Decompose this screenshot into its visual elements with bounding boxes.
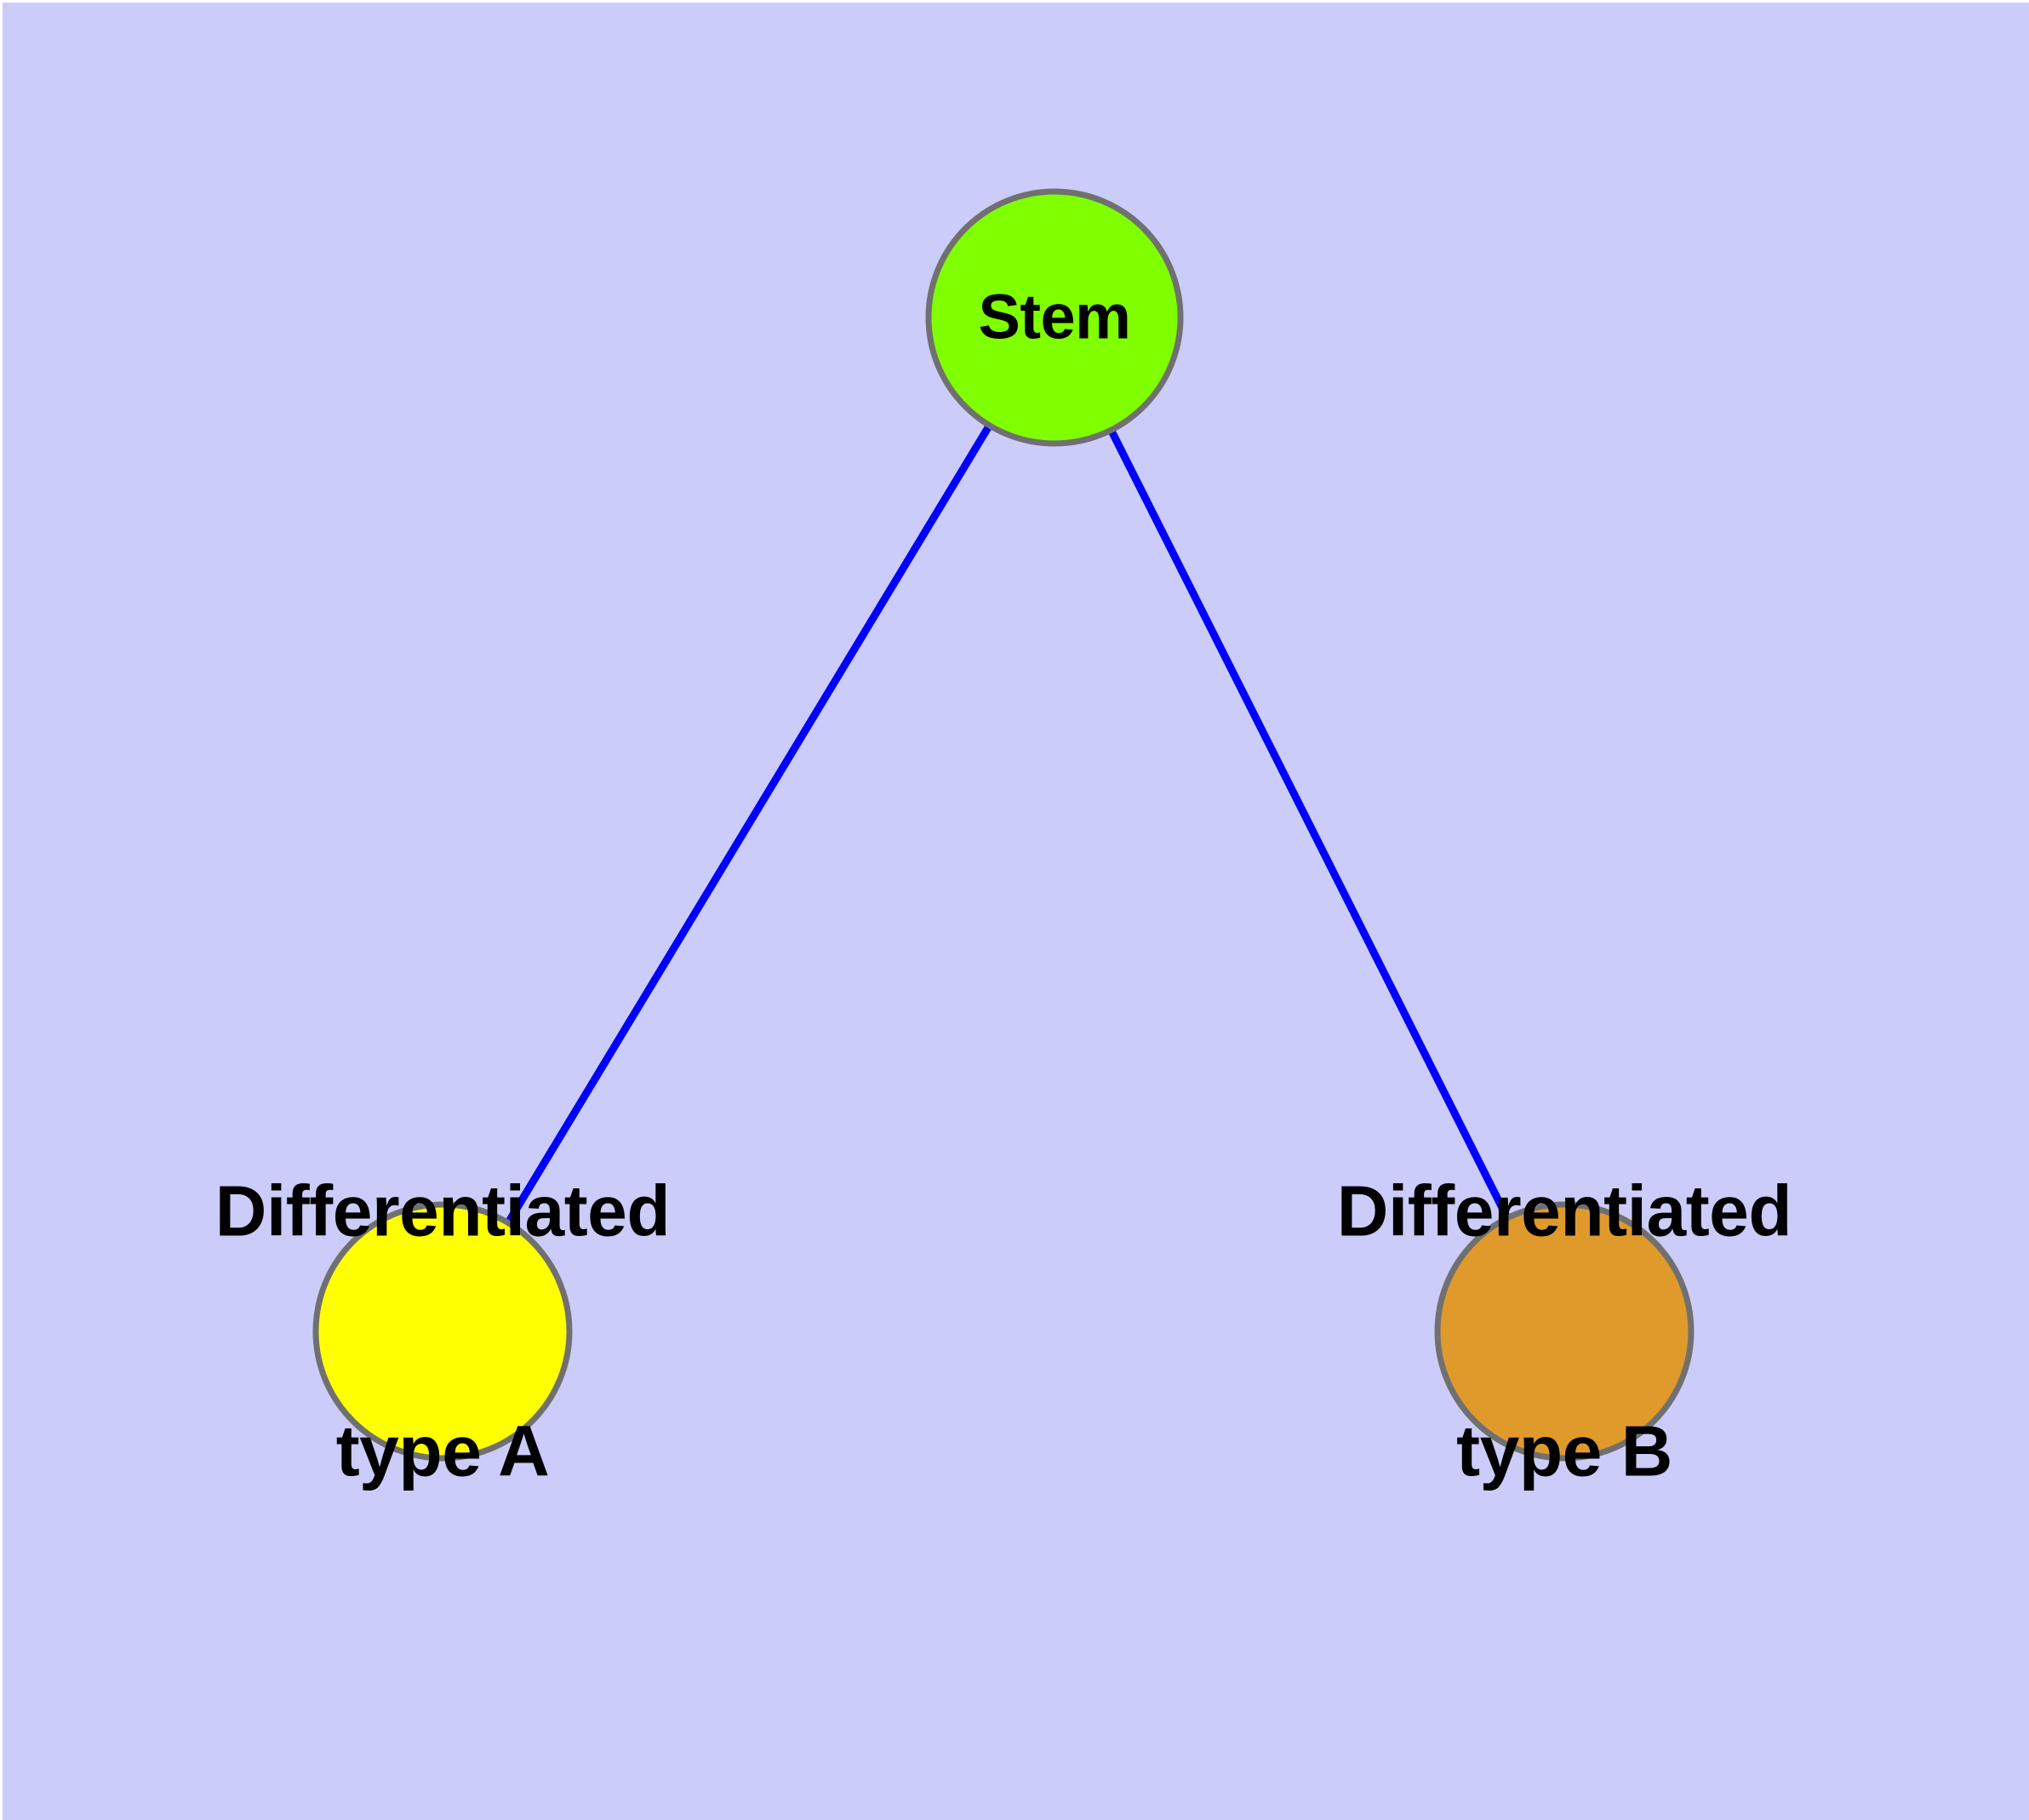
node-differentiated-type-a[interactable]	[312, 1201, 573, 1462]
node-differentiated-type-b[interactable]	[1434, 1201, 1695, 1462]
node-layer	[312, 188, 1695, 1462]
edge-layer	[439, 315, 1569, 1334]
edge-stem-to-differentiated-type-b[interactable]	[1050, 315, 1569, 1334]
node-stem[interactable]	[925, 188, 1184, 447]
edge-stem-to-differentiated-type-a[interactable]	[439, 315, 1058, 1334]
